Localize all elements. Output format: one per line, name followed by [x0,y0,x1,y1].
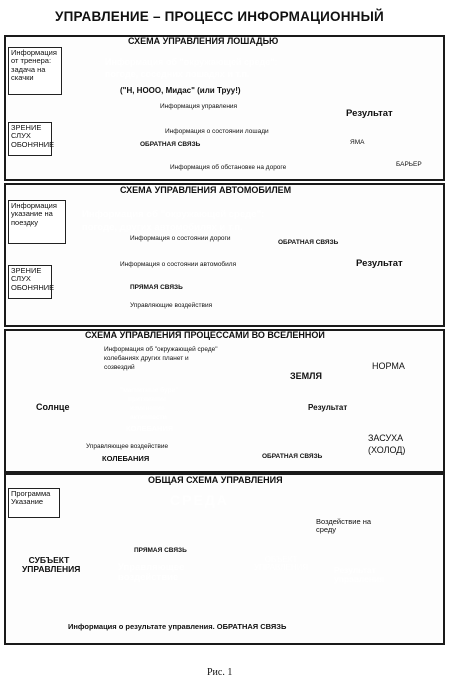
general-panel [4,473,445,645]
earth-label: ЗЕМЛЯ [290,371,322,381]
program-box: Программа Указание [8,488,60,518]
horse-feedback-label: ОБРАТНАЯ СВЯЗЬ [140,141,201,148]
car-task-box: Информация указание на поездку [8,200,66,244]
universe-result-label: Результат [308,403,348,412]
subject-label: СУБЪЕКТ УПРАВЛЕНИЯ [22,555,81,574]
universe-oscillations: КОЛЕБАНИЯ [102,454,150,463]
barrier-label: БАРЬЕР [396,161,422,168]
car-senses-box: ЗРЕНИЕ СЛУХ ОБОНЯНИЕ [8,265,54,299]
env-action-label: Воздействие на среду [316,517,372,534]
car-road-state: Информация о состоянии дороги [130,235,231,242]
pit-label: ЯМА [350,139,365,146]
universe-control-action: Управляющее воздействие [86,443,169,450]
universe-env-line3: созвездий [104,364,135,371]
effect-3: активности [130,414,167,421]
figure-title: УПРАВЛЕНИЕ – ПРОЦЕСС ИНФОРМАЦИОННЫЙ [55,9,384,24]
universe-env-line2: колебаниях других планет и [104,355,189,362]
universe-feedback-label: ОБРАТНАЯ СВЯЗЬ [262,453,323,460]
horse-senses-box: ЗРЕНИЕ СЛУХ ОБОНЯНИЕ [8,122,54,156]
norm-label: НОРМА [372,361,405,371]
car-state-info: Информация о состоянии автомобиля [120,261,237,268]
car-env-line2: погоде, других автомобилях и т.п. [82,222,243,233]
horse-road-info: Информация об обстановке на дороге [170,164,287,171]
horse-panel-title: СХЕМА УПРАВЛЕНИЯ ЛОШАДЬЮ [128,36,279,46]
effect-1: притяжение [128,396,167,403]
general-result-label: Результат управления [334,565,385,584]
universe-env-line1: Информация об "окружающей среде" [104,346,218,353]
horse-env-line2: погоде, соседних лошадях и т.п. [105,69,250,79]
effect-2: изменение [130,405,165,412]
horse-result-label: Результат [346,108,393,119]
effect-0: "магнитные бури" [120,387,179,394]
object-label: ОБЪЕКТ УПРАВЛЕНИЯ [254,555,309,573]
figure-caption: Рис. 1 [207,667,233,678]
car-feedback-label: ОБРАТНАЯ СВЯЗЬ [278,239,339,246]
trainer-info-box: Информация от тренера: задача на скачки [8,47,62,95]
horse-panel [4,35,445,181]
general-control-action: Управляющее воздействие [118,562,185,583]
sun-label: Солнце [36,402,70,412]
effect-4: КОЛЕБАНИЯ [126,424,174,433]
general-feedback-label: Информация о результате управления. ОБРА… [68,622,287,631]
horse-commands: ("Н, НООО, Мидас" (или Труу!) [120,86,241,95]
cold-label: (ХОЛОД) [368,445,406,455]
horse-control-info: Информация управления [160,103,238,110]
universe-panel [4,329,445,473]
car-result-label: Результат [356,258,403,269]
car-env-line1: Информация об "окружающей среде": [82,209,265,220]
car-control-actions: Управляющие воздействия [130,302,213,309]
general-panel-title: ОБЩАЯ СХЕМА УПРАВЛЕНИЯ [148,475,283,485]
horse-env-line1: Информация об "окружающей среде": [105,57,278,67]
drought-label: ЗАСУХА [368,433,404,443]
environment-label: СРЕДА [170,492,229,508]
car-panel [4,183,445,327]
car-panel-title: СХЕМА УПРАВЛЕНИЯ АВТОМОБИЛЕМ [120,185,292,195]
car-direct-label: ПРЯМАЯ СВЯЗЬ [130,284,183,291]
horse-state-info: Информация о состоянии лошади [165,128,269,135]
general-direct-label: ПРЯМАЯ СВЯЗЬ [134,547,187,554]
universe-panel-title: СХЕМА УПРАВЛЕНИЯ ПРОЦЕССАМИ ВО ВСЕЛЕННОЙ [85,330,325,340]
